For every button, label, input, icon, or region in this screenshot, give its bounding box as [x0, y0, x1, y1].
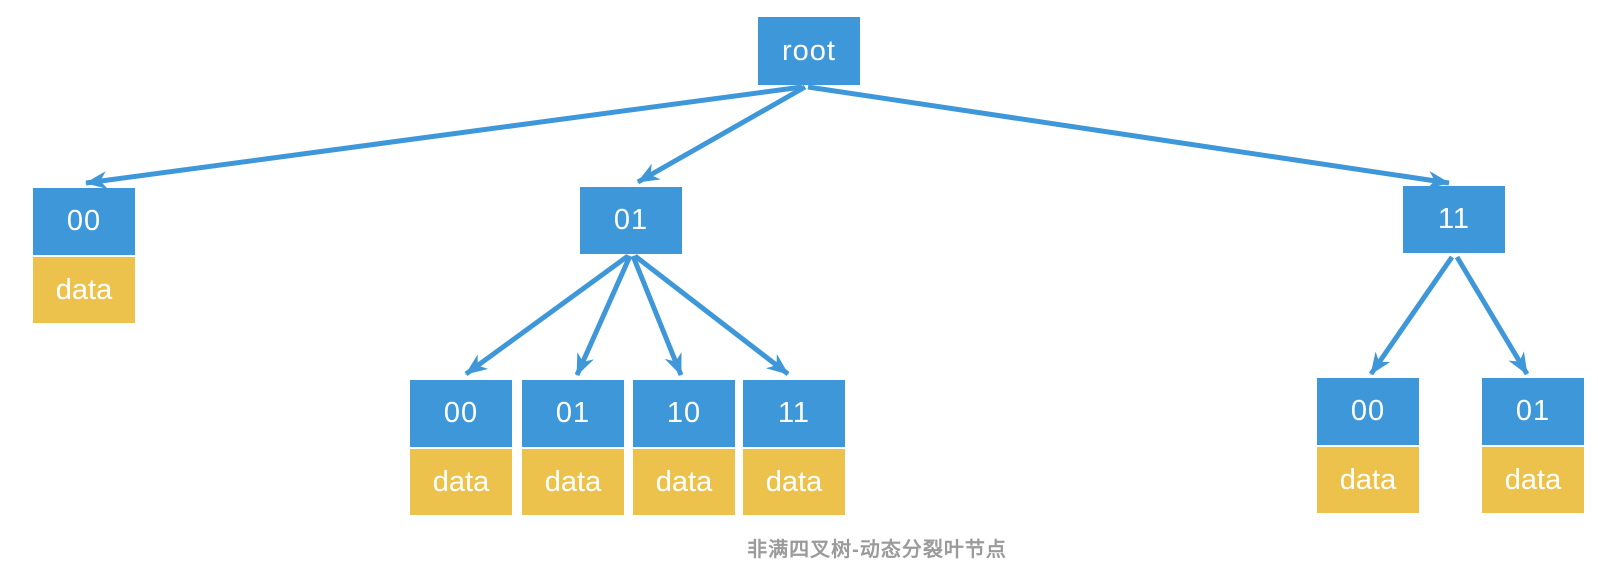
node-key-label: 01: [580, 187, 682, 254]
node-data-cell: data: [410, 449, 512, 515]
edge-11-to-00: [1368, 255, 1455, 376]
tree-node-01-10: 10 data: [633, 380, 735, 515]
node-key-label: 11: [1403, 186, 1505, 253]
node-data-cell: data: [1482, 447, 1584, 513]
node-key-label: 10: [633, 380, 735, 447]
edge-root-to-01: [636, 84, 807, 185]
node-key-label: root: [758, 17, 860, 85]
tree-node-01-11: 11 data: [743, 380, 845, 515]
tree-node-11: 11: [1403, 186, 1505, 253]
tree-node-01: 01: [580, 187, 682, 254]
node-key-label: 00: [33, 188, 135, 255]
tree-node-01-01: 01 data: [522, 380, 624, 515]
node-key-label: 00: [1317, 378, 1419, 445]
node-key-label: 01: [1482, 378, 1584, 445]
tree-node-00: 00 data: [33, 188, 135, 323]
tree-node-01-00: 00 data: [410, 380, 512, 515]
node-key-label: 00: [410, 380, 512, 447]
edge-01-to-11: [633, 254, 790, 376]
node-data-cell: data: [633, 449, 735, 515]
node-data-cell: data: [33, 257, 135, 323]
node-data-cell: data: [522, 449, 624, 515]
tree-node-root: root: [758, 17, 860, 85]
node-data-cell: data: [743, 449, 845, 515]
edge-01-to-01: [574, 254, 633, 377]
tree-node-11-00: 00 data: [1317, 378, 1419, 513]
node-key-label: 11: [743, 380, 845, 447]
edge-01-to-00: [464, 253, 630, 377]
edge-root-to-00: [85, 84, 803, 190]
edge-root-to-11: [807, 84, 1450, 189]
node-key-label: 01: [522, 380, 624, 447]
edge-11-to-01: [1454, 255, 1530, 376]
node-data-cell: data: [1317, 447, 1419, 513]
diagram-caption: 非满四叉树-动态分裂叶节点: [747, 539, 1007, 561]
tree-node-11-01: 01 data: [1482, 378, 1584, 513]
edge-01-to-10: [630, 255, 684, 376]
